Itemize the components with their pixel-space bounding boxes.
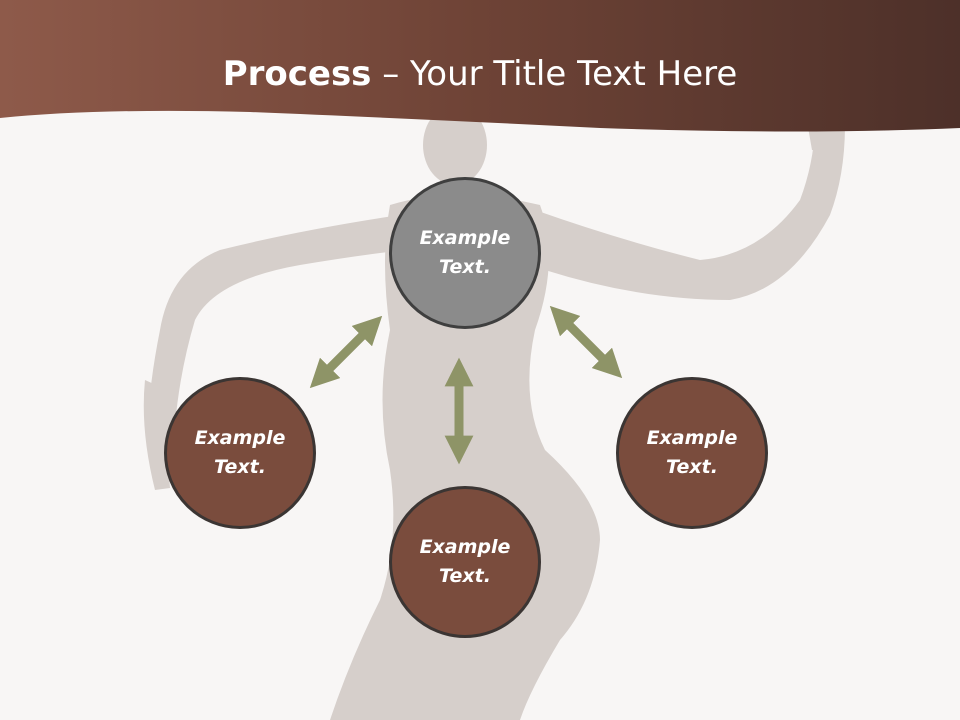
node-right-text: Example Text. bbox=[646, 427, 738, 478]
title-rest: – Your Title Text Here bbox=[371, 54, 738, 94]
node-left: Example Text. bbox=[164, 377, 316, 529]
title-bold: Process bbox=[222, 54, 372, 94]
node-top: Example Text. bbox=[389, 177, 541, 329]
arrow-top-left bbox=[309, 315, 383, 389]
header-banner bbox=[0, 0, 960, 132]
arrow-top-right bbox=[549, 305, 623, 379]
node-left-text: Example Text. bbox=[194, 427, 286, 478]
slide-title: Process – Your Title Text Here bbox=[0, 50, 960, 98]
node-bottom: Example Text. bbox=[389, 486, 541, 638]
node-bottom-text: Example Text. bbox=[419, 536, 511, 587]
node-right: Example Text. bbox=[616, 377, 768, 529]
node-top-text: Example Text. bbox=[419, 227, 511, 278]
